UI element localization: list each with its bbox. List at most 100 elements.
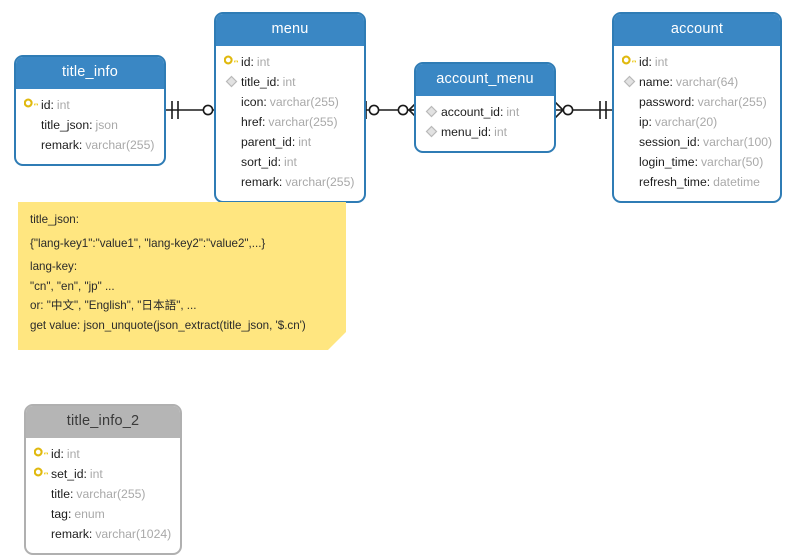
field-no-icon xyxy=(222,134,241,150)
field-no-icon xyxy=(22,137,41,153)
field-type: enum xyxy=(74,506,105,521)
field-row[interactable]: title_id : int xyxy=(222,72,356,92)
field-row[interactable]: remark : varchar(255) xyxy=(22,135,156,155)
field-type: varchar(255) xyxy=(697,94,767,109)
field-row[interactable]: login_time : varchar(50) xyxy=(620,152,772,172)
entity-account_menu-header: account_menu xyxy=(416,64,554,96)
entity-account_menu-fields: account_id : int menu_id : int xyxy=(416,96,554,151)
field-name: parent_id xyxy=(241,134,292,149)
field-row[interactable]: password : varchar(255) xyxy=(620,92,772,112)
field-no-icon xyxy=(222,154,241,170)
field-row[interactable]: remark : varchar(1024) xyxy=(32,524,172,544)
field-no-icon xyxy=(32,506,51,522)
field-name: name xyxy=(639,74,670,89)
field-name: remark xyxy=(41,137,79,152)
entity-menu-fields: id : int title_id : int icon : varchar(2… xyxy=(216,46,364,201)
field-type: varchar(255) xyxy=(285,174,355,189)
entity-title_info-title: title_info xyxy=(61,64,118,80)
field-row[interactable]: icon : varchar(255) xyxy=(222,92,356,112)
entity-menu[interactable]: menu id : int title_id : int xyxy=(214,12,366,203)
field-name: tag xyxy=(51,506,68,521)
field-name: set_id xyxy=(51,466,84,481)
field-separator: : xyxy=(648,54,652,69)
relationship-account_menu-account xyxy=(554,100,616,120)
field-row[interactable]: parent_id : int xyxy=(222,132,356,152)
field-name: id xyxy=(241,54,251,69)
field-row[interactable]: remark : varchar(255) xyxy=(222,172,356,192)
foreign-key-diamond-icon xyxy=(222,74,241,90)
entity-title_info[interactable]: title_info id : int title_json : json re… xyxy=(14,55,166,166)
field-row[interactable]: set_id : int xyxy=(32,464,172,484)
field-type: varchar(255) xyxy=(268,114,338,129)
relationship-menu-account_menu xyxy=(362,100,418,120)
field-no-icon xyxy=(620,94,639,110)
entity-account-fields: id : int name : varchar(64) password : v… xyxy=(614,46,780,201)
field-type: varchar(255) xyxy=(85,137,155,152)
field-type: int xyxy=(282,74,296,89)
field-row[interactable]: id : int xyxy=(222,52,356,72)
entity-account[interactable]: account id : int name : varchar(64) xyxy=(612,12,782,203)
field-separator: : xyxy=(60,446,64,461)
entity-account_menu-title: account_menu xyxy=(436,71,534,87)
field-name: title_json xyxy=(41,117,90,132)
primary-key-icon xyxy=(620,54,639,70)
field-row[interactable]: session_id : varchar(100) xyxy=(620,132,772,152)
field-separator: : xyxy=(706,174,711,189)
field-name: remark xyxy=(51,526,89,541)
entity-account_menu[interactable]: account_menu account_id : int menu_id : … xyxy=(414,62,556,153)
field-type: int xyxy=(283,154,297,169)
field-separator: : xyxy=(50,97,54,112)
note-line: get value: json_unquote(json_extract(tit… xyxy=(30,318,306,332)
field-type: varchar(1024) xyxy=(95,526,172,541)
field-row[interactable]: name : varchar(64) xyxy=(620,72,772,92)
entity-title_info-fields: id : int title_json : json remark : varc… xyxy=(16,89,164,164)
field-row[interactable]: id : int xyxy=(32,444,172,464)
field-separator: : xyxy=(669,74,673,89)
field-name: account_id xyxy=(441,104,500,119)
field-row[interactable]: title : varchar(255) xyxy=(32,484,172,504)
field-separator: : xyxy=(691,94,695,109)
field-row[interactable]: tag : enum xyxy=(32,504,172,524)
primary-key-icon xyxy=(32,466,51,482)
entity-title_info_2[interactable]: title_info_2 id : int set xyxy=(24,404,182,555)
field-type: json xyxy=(95,117,118,132)
field-row[interactable]: ip : varchar(20) xyxy=(620,112,772,132)
field-row[interactable]: id : int xyxy=(620,52,772,72)
field-name: href xyxy=(241,114,263,129)
field-type: varchar(20) xyxy=(654,114,718,129)
field-separator: : xyxy=(291,134,296,149)
field-row[interactable]: id : int xyxy=(22,95,156,115)
sticky-note-title_json[interactable]: title_json: {"lang-key1":"value1", "lang… xyxy=(18,202,346,350)
field-no-icon xyxy=(620,114,639,130)
field-row[interactable]: refresh_time : datetime xyxy=(620,172,772,192)
field-name: login_time xyxy=(639,154,695,169)
note-line: lang-key: xyxy=(30,260,78,274)
field-name: id xyxy=(51,446,61,461)
field-row[interactable]: href : varchar(255) xyxy=(222,112,356,132)
field-row[interactable]: sort_id : int xyxy=(222,152,356,172)
field-no-icon xyxy=(32,526,51,542)
field-type: varchar(255) xyxy=(76,486,146,501)
field-separator: : xyxy=(278,174,283,189)
field-separator: : xyxy=(277,154,281,169)
field-separator: : xyxy=(648,114,652,129)
field-type: varchar(50) xyxy=(700,154,764,169)
primary-key-icon xyxy=(32,446,51,462)
note-fold-corner-icon xyxy=(328,332,346,350)
entity-account-header: account xyxy=(614,14,780,46)
field-name: title xyxy=(51,486,70,501)
field-name: ip xyxy=(639,114,649,129)
field-separator: : xyxy=(696,134,700,149)
note-line: "cn", "en", "jp" ... xyxy=(30,279,115,293)
field-row[interactable]: menu_id : int xyxy=(422,122,546,142)
field-separator: : xyxy=(250,54,254,69)
field-type: varchar(100) xyxy=(702,134,773,149)
field-row[interactable]: title_json : json xyxy=(22,115,156,135)
field-type: int xyxy=(654,54,668,69)
entity-menu-header: menu xyxy=(216,14,364,46)
field-name: remark xyxy=(241,174,279,189)
field-name: id xyxy=(41,97,51,112)
primary-key-icon xyxy=(222,54,241,70)
field-row[interactable]: account_id : int xyxy=(422,102,546,122)
note-line: or: "中文", "English", "日本語", ... xyxy=(30,299,197,313)
